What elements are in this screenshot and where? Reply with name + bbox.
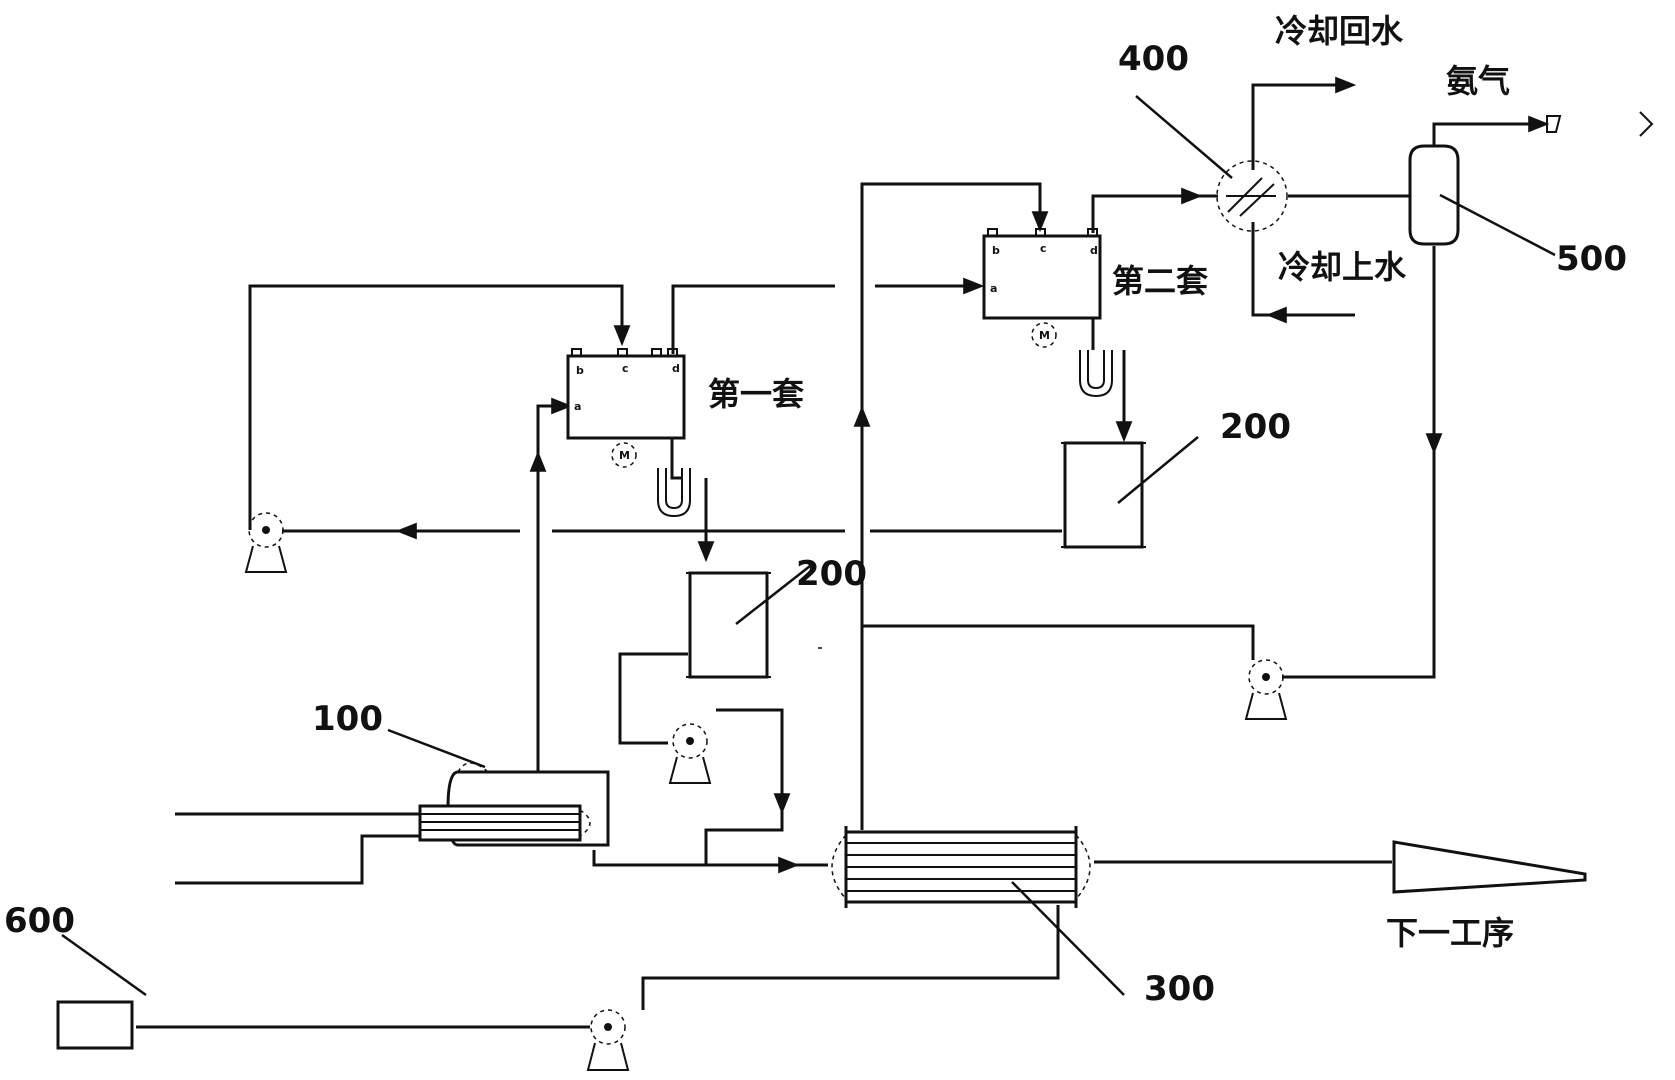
main-riser	[860, 182, 1049, 830]
separator-500	[1408, 144, 1460, 246]
heat-exchanger-300	[831, 826, 1091, 908]
leader-200-first	[735, 565, 811, 625]
label-cooling-supply: 冷却上水	[1278, 248, 1407, 286]
pipe-tank-a-to-pump	[618, 652, 688, 745]
ammonia-outlet	[1546, 111, 1654, 137]
evaporator-dome	[457, 762, 489, 773]
pump-base	[1244, 692, 1288, 720]
nozzle	[651, 348, 662, 357]
label-next-process: 下一工序	[1386, 914, 1514, 952]
first-set-box	[566, 354, 686, 440]
next-process-cone	[1392, 840, 1587, 894]
pump-middle	[668, 723, 712, 784]
box-600	[56, 1000, 134, 1050]
tank-200-second	[1063, 441, 1144, 549]
pump-base	[668, 756, 712, 784]
label-100: 100	[312, 699, 383, 739]
evaporator-end	[579, 809, 591, 837]
pipe-100-to-300	[592, 850, 828, 867]
port-a: a	[574, 400, 581, 413]
pipe-pump-to-300-shell	[641, 905, 1060, 1010]
leader-600	[61, 933, 147, 997]
pipe-500-to-right-pump	[1282, 246, 1436, 679]
separator-vessel	[1408, 144, 1460, 246]
pump-right	[1244, 659, 1288, 720]
pipe-first-set-d-to-second-set-a	[671, 284, 835, 354]
evaporator-100	[418, 762, 610, 847]
leader-500	[1439, 193, 1556, 257]
leader-lines	[61, 95, 1556, 997]
leader-200-second	[1117, 436, 1199, 504]
label-second-set: 第二套	[1112, 262, 1208, 300]
label-400: 400	[1118, 39, 1189, 79]
pipe-ammonia-out	[1432, 115, 1550, 148]
pipe-network	[136, 76, 1550, 1029]
label-first-set: 第一套	[708, 375, 804, 413]
u-trap-second	[1079, 350, 1113, 398]
port-d: d	[1090, 244, 1098, 257]
nozzle	[667, 348, 678, 357]
tank-200-first	[688, 571, 769, 679]
second-set-box	[982, 234, 1102, 320]
exchanger-head-right	[1075, 834, 1091, 900]
pump-base	[586, 1042, 630, 1071]
pipe-pump-to-first-set-c	[248, 284, 631, 530]
pump-casing	[248, 512, 284, 548]
port-b: b	[576, 364, 584, 377]
nozzle	[987, 228, 998, 237]
nozzle	[617, 348, 628, 357]
port-d: d	[672, 362, 680, 375]
port-c: c	[622, 362, 629, 375]
pipe-second-set-to-condenser	[1091, 194, 1218, 233]
nozzle	[1087, 228, 1098, 237]
pump-hub	[604, 1023, 612, 1031]
label-500: 500	[1556, 239, 1627, 279]
leader-300	[1011, 881, 1125, 996]
pump-casing	[672, 723, 708, 759]
condenser-circle	[1216, 160, 1288, 232]
label-200-second: 200	[1220, 407, 1291, 447]
motor-label: M	[619, 449, 630, 462]
pump-bottom	[586, 1009, 630, 1071]
u-trap-first	[657, 468, 691, 518]
pump-casing	[590, 1009, 626, 1045]
nozzle	[1035, 228, 1046, 237]
pipe-100-to-first-set-a	[536, 397, 573, 772]
exchanger-head-left	[831, 834, 847, 900]
pipe-input-lower	[175, 834, 420, 885]
label-600: 600	[4, 901, 75, 941]
second-set-unit: b c d a M	[982, 228, 1102, 348]
port-b: b	[992, 244, 1000, 257]
motor-label: M	[1039, 329, 1050, 342]
motor-circle	[1031, 322, 1057, 348]
pump-base	[244, 545, 288, 573]
pipe-cooling-return	[1251, 76, 1357, 170]
port-a: a	[990, 282, 997, 295]
pipe-first-set-to-trap	[670, 434, 681, 480]
pump-hub	[262, 526, 270, 534]
leader-100	[387, 728, 486, 769]
pump-left	[244, 512, 288, 573]
nozzle	[571, 348, 582, 357]
pump-hub	[1262, 673, 1270, 681]
port-c: c	[1040, 242, 1047, 255]
label-cooling-return: 冷却回水	[1275, 12, 1404, 50]
condenser-coil	[1226, 177, 1276, 217]
pipe-pump-mid-out	[704, 708, 784, 864]
pipe-cooling-supply	[1251, 222, 1355, 317]
pipe-branch-to-right-pump	[862, 624, 1255, 660]
condenser-400	[1216, 160, 1288, 232]
label-ammonia-gas: 氨气	[1446, 62, 1510, 100]
motor-circle	[611, 442, 637, 468]
pump-casing	[1248, 659, 1284, 695]
label-300: 300	[1144, 969, 1215, 1009]
leader-400	[1135, 95, 1233, 179]
label-200-first: 200	[796, 554, 867, 594]
pump-hub	[686, 737, 694, 745]
first-set-unit: b c d a M	[566, 348, 686, 468]
